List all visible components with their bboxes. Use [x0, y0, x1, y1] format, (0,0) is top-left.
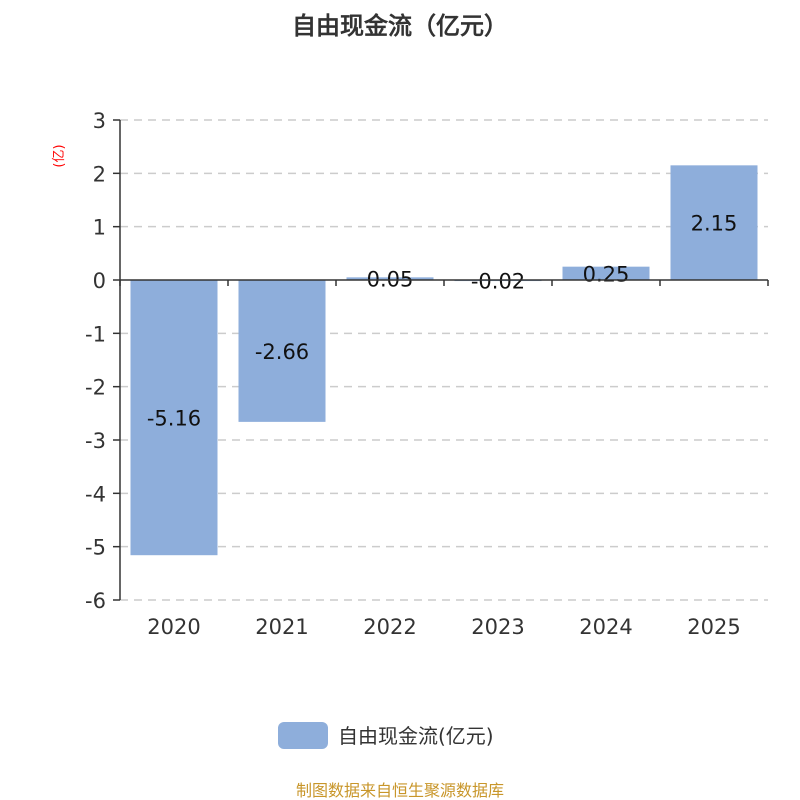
x-tick-label: 2024	[579, 615, 632, 639]
x-tick-label: 2025	[687, 615, 740, 639]
x-tick-label: 2022	[363, 615, 416, 639]
data-label: 2.15	[691, 212, 738, 236]
bar-2022	[346, 277, 434, 280]
chart-title: 自由现金流（亿元）	[292, 12, 508, 40]
data-label: -5.16	[147, 407, 201, 431]
bar-2020	[130, 280, 218, 556]
y-tick-label: 1	[93, 216, 106, 240]
y-tick-label: 0	[93, 269, 106, 293]
y-axis-label: (亿)	[52, 144, 67, 167]
legend-label[interactable]: 自由现金流(亿元)	[338, 724, 494, 748]
source-note: 制图数据来自恒生聚源数据库	[296, 781, 504, 800]
data-label: -2.66	[255, 340, 309, 364]
y-tick-label: -3	[85, 429, 106, 453]
x-tick-label: 2023	[471, 615, 524, 639]
bar-2024	[562, 266, 650, 280]
y-tick-label: 3	[93, 109, 106, 133]
y-tick-label: -2	[85, 376, 106, 400]
x-tick-label: 2020	[147, 615, 200, 639]
data-label: 0.25	[583, 262, 630, 286]
y-tick-label: -4	[85, 482, 106, 506]
x-tick-label: 2021	[255, 615, 308, 639]
y-tick-label: -6	[85, 589, 106, 613]
y-tick-label: -5	[85, 536, 106, 560]
y-tick-label: -1	[85, 322, 106, 346]
legend-swatch[interactable]	[278, 722, 328, 749]
y-tick-label: 2	[93, 162, 106, 186]
bar-2021	[238, 280, 326, 422]
bar-2025	[670, 165, 758, 280]
data-label: -0.02	[471, 270, 525, 294]
